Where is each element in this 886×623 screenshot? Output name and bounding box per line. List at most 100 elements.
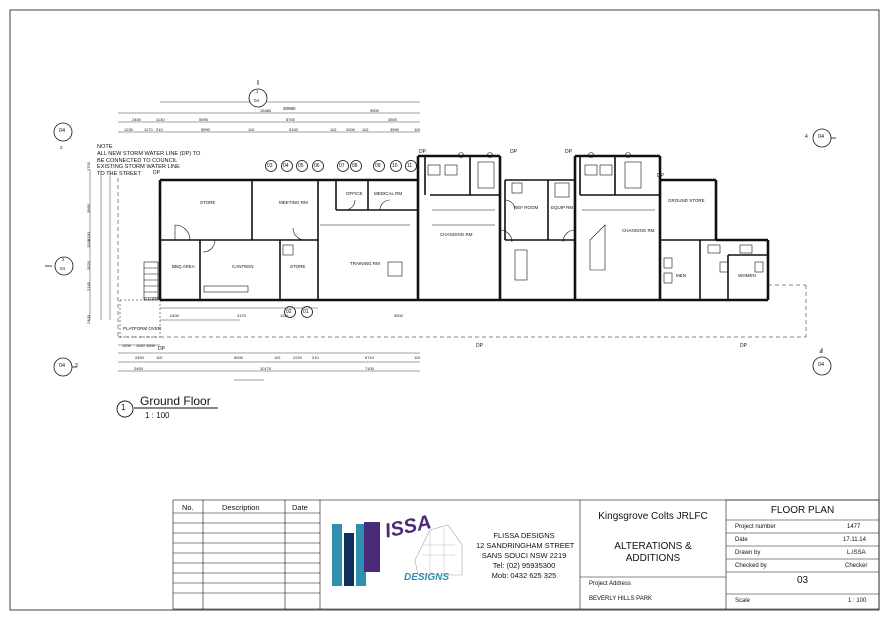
elevation-marker-top-ref: 04 (254, 98, 260, 103)
dimension-value: 7100 (365, 366, 374, 371)
room-label-equip: EQUIP RM (551, 205, 574, 210)
dimension-value: 1170 (144, 127, 153, 132)
dp-label: DP (565, 149, 572, 155)
project-client: Kingsgrove Colts JRLFC (598, 511, 708, 522)
dimension-value: 1230 (124, 127, 133, 132)
room-label-canteen: CANTEEN (232, 264, 254, 269)
project-address: BEVERLY HILLS PARK (589, 596, 653, 602)
sheet-title: FLOOR PLAN (770, 505, 835, 516)
door-tag: 02 (286, 309, 292, 315)
door-tag: 06 (314, 163, 320, 169)
room-label-changing-2: CHANGING RM (622, 228, 655, 233)
dimension-value: 4170 (237, 313, 246, 318)
elevation-marker-bottom-ref: 04 (818, 362, 825, 368)
checked-by-label: Checked by (735, 563, 767, 569)
boundary-lines (117, 178, 807, 338)
dp-label: DP (476, 343, 483, 349)
dimension-value: 210 (312, 355, 319, 360)
room-label-store: STORE (200, 200, 216, 205)
sheet-border (9, 9, 880, 611)
title-block-frame (172, 499, 880, 610)
dimension-value: 3520 (86, 261, 91, 270)
room-label-men: MEN (676, 273, 686, 278)
section-marker-left-top: 04 (59, 128, 66, 134)
door-tag: 04 (283, 163, 289, 169)
dimension-value: 110 (156, 355, 163, 360)
dimension-value: 5590 (199, 117, 208, 122)
project-number-label: Project number (735, 524, 776, 530)
dimension-value: 110 (362, 127, 369, 132)
date-value: 17.11.14 (843, 537, 866, 543)
scale-label: Scale (735, 598, 751, 604)
dimension-value: 15480 (260, 108, 272, 113)
note-line: TO THE STREET (97, 171, 141, 178)
dp-label: DP (740, 343, 747, 349)
view-number-circle (116, 400, 134, 418)
revision-col-no: No. (182, 503, 194, 512)
elevation-marker-top-number: 1 (256, 89, 259, 94)
note-line: EXISTING STORM WATER LINE (97, 164, 180, 171)
interior-walls (160, 156, 768, 300)
dimension-value: 2450 (135, 355, 144, 360)
room-label-office: OFFICE (346, 191, 363, 196)
dimension-value: 1100 (136, 343, 145, 348)
door-tag: 01 (303, 309, 309, 315)
project-number: 1477 (847, 524, 861, 530)
room-label-bbq: BBQ AREA (172, 264, 195, 269)
dimension-value: 2400 (134, 366, 143, 371)
elevation-marker-right-ref: 04 (818, 134, 825, 140)
room-label-ground-store: GROUND STORE (668, 198, 705, 203)
dp-label: DP (510, 149, 517, 155)
section-marker-left-bottom: 04 (59, 363, 66, 369)
platform-outline (119, 299, 161, 338)
dimension-overall: 30980 (283, 106, 296, 111)
elevation-marker-right-number: 4 (805, 134, 808, 140)
dimension-value: 2400 (132, 117, 141, 122)
dimension-value: 2400 (170, 313, 179, 318)
dimension-value: 2000 (346, 127, 355, 132)
checked-by: Checker (845, 563, 868, 569)
dimension-value: 1700 (86, 162, 91, 171)
dimension-value: 3900 (394, 313, 403, 318)
dimension-value: 2220 (293, 355, 302, 360)
room-label-ref-room: REF ROOM (514, 205, 539, 210)
elevation-marker-left-number: 2 (62, 257, 65, 262)
note-heading: NOTE (97, 144, 113, 150)
elevation-markers (45, 80, 836, 377)
drawn-by: L.ISSA (847, 550, 866, 556)
dimension-value: 5100 (289, 127, 298, 132)
company-tel: Tel: (02) 95935300 (492, 561, 556, 570)
room-label-changing-1: CHANGING RM (440, 232, 473, 237)
room-label-women: WOMEN (738, 273, 756, 278)
dimension-value: 1000 (146, 343, 155, 348)
exterior-walls (158, 154, 770, 302)
note-line: BE CONNECTED TO COUNCIL (97, 157, 178, 164)
sheet-number: 03 (796, 575, 809, 586)
door-tag: 09 (375, 163, 381, 169)
dimension-lines (89, 101, 420, 372)
dimension-value: 1110 (86, 239, 91, 248)
dimension-value: 2145 (86, 282, 91, 291)
dimension-value: 110 (330, 127, 337, 132)
dimension-value: 5700 (286, 117, 295, 122)
company-logo (332, 522, 463, 586)
section-marker-left-bottom-number: 3 (75, 363, 78, 369)
room-label-training: TRAINING RM (350, 261, 380, 266)
dimension-value: 110 (274, 355, 281, 360)
dimension-value: 5590 (201, 127, 210, 132)
scale-value: 1 : 100 (848, 598, 867, 604)
dimension-value: 3590 (390, 127, 399, 132)
dimension-value: 6710 (365, 355, 374, 360)
drawn-by-label: Drawn by (735, 550, 761, 556)
room-label-store-2: STORE (290, 264, 306, 269)
dp-label: DP (158, 346, 165, 352)
project-title-line-2: ADDITIONS (625, 553, 681, 564)
door-tag: 11 (407, 163, 413, 169)
door-tag: 05 (298, 163, 304, 169)
elevation-marker-bottom-number: 3 (819, 349, 822, 354)
dimension-value: 110 (414, 355, 421, 360)
openings (159, 195, 717, 301)
dimension-value: 9500 (370, 108, 379, 113)
dp-label: DP (419, 149, 426, 155)
